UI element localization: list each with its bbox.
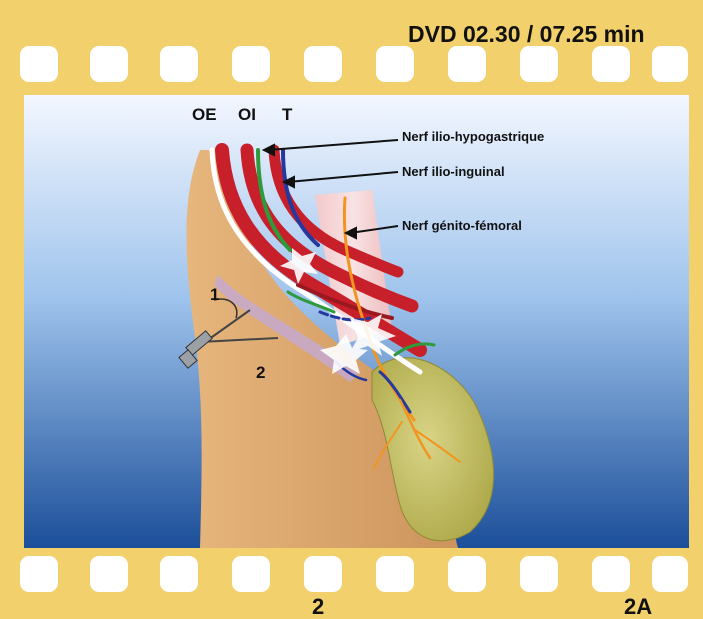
figure-number: 2A — [624, 594, 652, 619]
label-oi: OI — [238, 105, 256, 124]
dvd-timecode: DVD 02.30 / 07.25 min — [408, 21, 645, 47]
marker-1: 1 — [210, 285, 219, 304]
label-nerf-ilio-inguinal: Nerf ilio-inguinal — [402, 164, 505, 179]
label-nerf-genito-femoral: Nerf génito-fémoral — [402, 218, 522, 233]
label-oe: OE — [192, 105, 217, 124]
label-t: T — [282, 105, 293, 124]
label-nerf-ilio-hypogastrique: Nerf ilio-hypogastrique — [402, 129, 544, 144]
marker-2: 2 — [256, 363, 265, 382]
page-number: 2 — [312, 594, 324, 619]
